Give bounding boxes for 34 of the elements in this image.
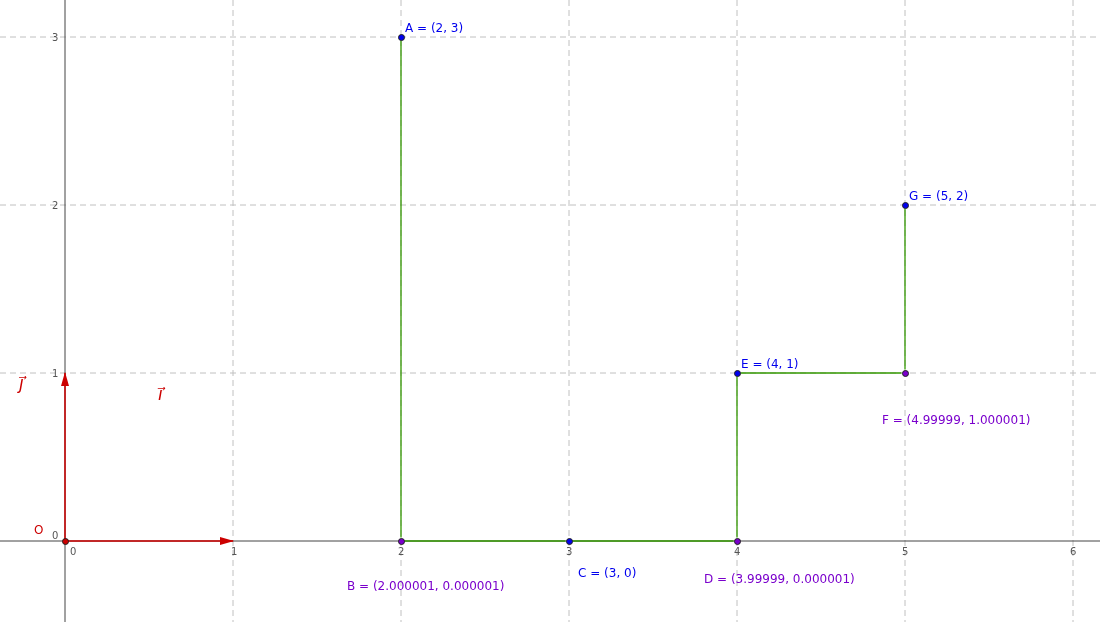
line-segment (904, 207, 906, 371)
line-segment (403, 540, 567, 542)
vector-label: i⃗ (158, 385, 163, 403)
point-marker (61, 537, 69, 545)
axis-tick-label: 2 (52, 200, 59, 211)
point-marker (901, 201, 909, 209)
point-label: F = (4.99999, 1.000001) (882, 413, 1031, 427)
point-marker (397, 537, 405, 545)
point-label: O (34, 523, 44, 537)
line-segment (736, 375, 738, 539)
axis-tick-label: 6 (1070, 546, 1077, 557)
axis-tick-label: 0 (70, 546, 77, 557)
point-marker (733, 369, 741, 377)
point-label: B = (2.000001, 0.000001) (347, 579, 505, 593)
point-marker (565, 537, 573, 545)
line-segment (400, 39, 402, 539)
point-label: A = (2, 3) (405, 21, 464, 35)
line-segment (571, 540, 735, 542)
axis-tick-label: 3 (566, 546, 573, 557)
point-label: G = (5, 2) (909, 189, 969, 203)
axis-tick-label: 1 (231, 546, 238, 557)
axis-tick-label: 2 (398, 546, 405, 557)
axis-tick-label: 0 (52, 530, 59, 541)
point-marker (901, 369, 909, 377)
axis-tick-label: 1 (52, 368, 59, 379)
point-label: C = (3, 0) (578, 566, 637, 580)
line-segment (739, 372, 903, 374)
axis-tick-label: 4 (734, 546, 741, 557)
axis-tick-label: 5 (902, 546, 909, 557)
point-marker (397, 33, 405, 41)
axis-tick-label: 3 (52, 32, 59, 43)
point-marker (733, 537, 741, 545)
point-label: E = (4, 1) (741, 357, 799, 371)
point-label: D = (3.99999, 0.000001) (704, 572, 855, 586)
